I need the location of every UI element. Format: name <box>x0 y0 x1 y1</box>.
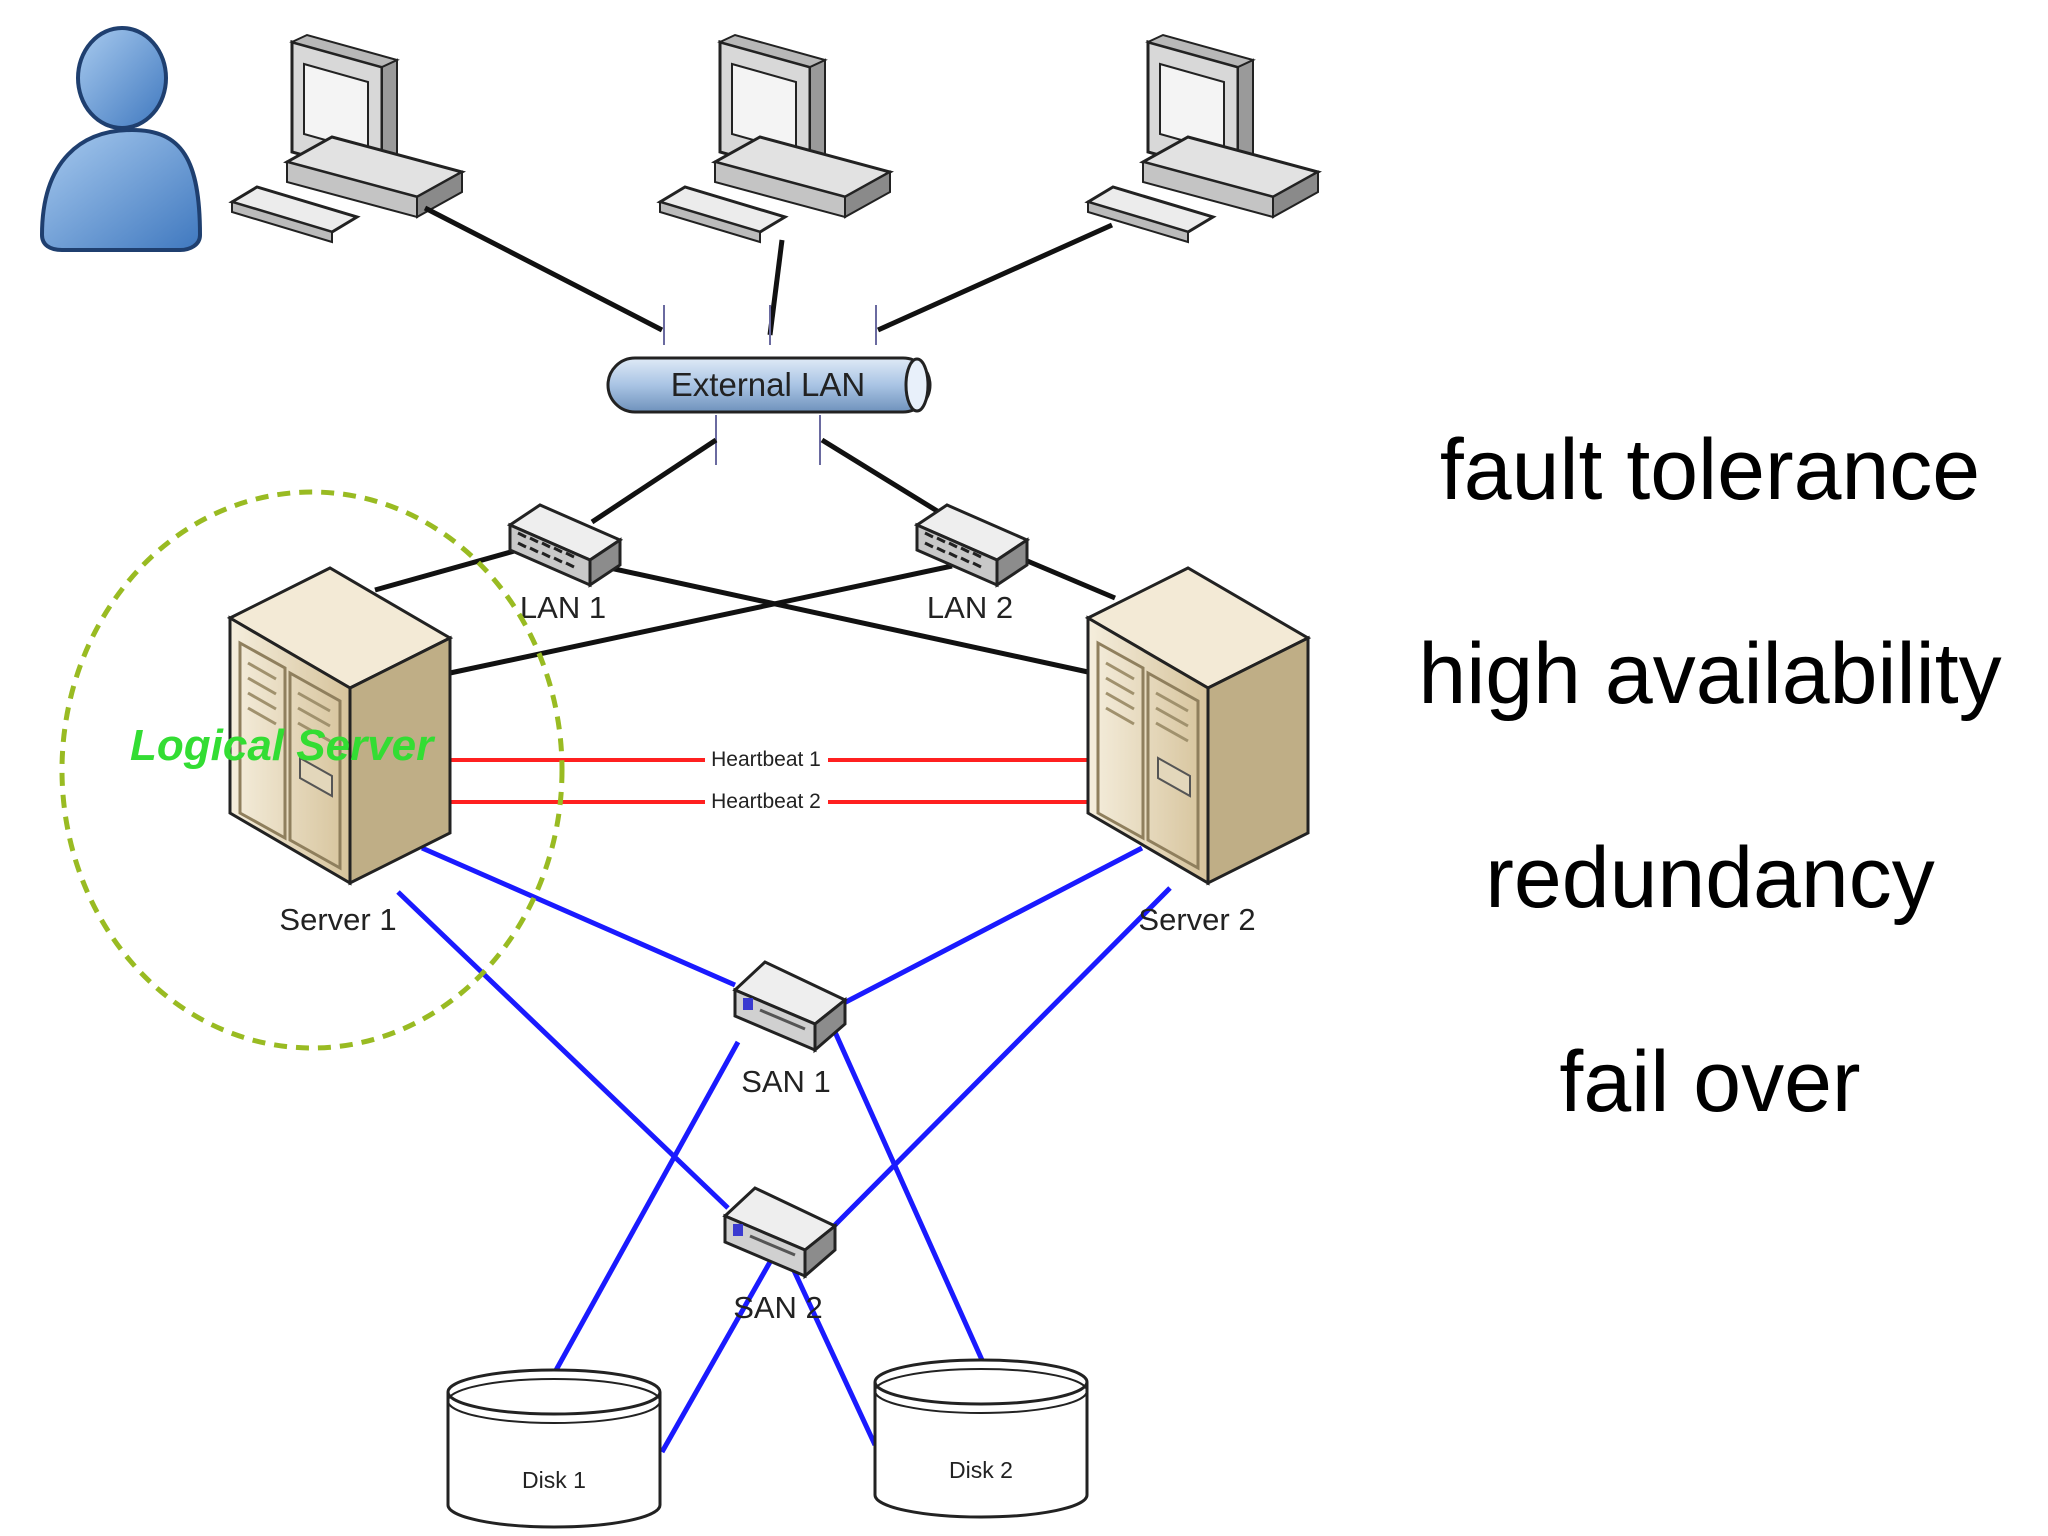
external-lan-label: External LAN <box>671 366 865 403</box>
lan-taps <box>663 305 877 465</box>
workstation-icon <box>658 33 892 244</box>
workstation-links <box>423 205 1114 336</box>
lan2-label: LAN 2 <box>927 590 1013 625</box>
concept-term: high availability <box>1418 626 2002 722</box>
heartbeat2-label: Heartbeat 2 <box>711 790 821 813</box>
concept-term: fault tolerance <box>1439 422 1981 518</box>
user-icon <box>39 26 203 252</box>
concept-list: fault tolerance high availability redund… <box>1380 420 2040 1236</box>
disk2-label: Disk 2 <box>949 1457 1013 1483</box>
switch-icon <box>915 503 1029 587</box>
logical-server-boundary <box>59 489 565 1051</box>
san-links <box>396 845 1172 1454</box>
heartbeat-links <box>450 758 1088 804</box>
server1-label: Server 1 <box>279 902 396 937</box>
disk1-label: Disk 1 <box>522 1467 586 1493</box>
disk-cylinder-icon: Disk 1 <box>446 1368 662 1529</box>
external-lan-pipe: External LAN <box>606 356 932 414</box>
san-switch-icon <box>733 960 847 1052</box>
server-tower-icon <box>1086 566 1310 885</box>
server-lan-links <box>374 547 1116 676</box>
san1-label: SAN 1 <box>741 1064 831 1099</box>
heartbeat1-label: Heartbeat 1 <box>711 748 821 771</box>
concept-term: fail over <box>1559 1034 1861 1130</box>
lan1-label: LAN 1 <box>520 590 606 625</box>
disk-cylinder-icon: Disk 2 <box>873 1358 1089 1519</box>
external-lan-links <box>590 437 957 525</box>
server2-label: Server 2 <box>1138 902 1255 937</box>
logical-server-label: Logical Server <box>130 721 436 770</box>
san2-label: SAN 2 <box>733 1290 823 1325</box>
concept-term: redundancy <box>1485 830 1935 926</box>
workstation-icon <box>1086 33 1320 244</box>
san-switch-icon <box>723 1186 837 1278</box>
